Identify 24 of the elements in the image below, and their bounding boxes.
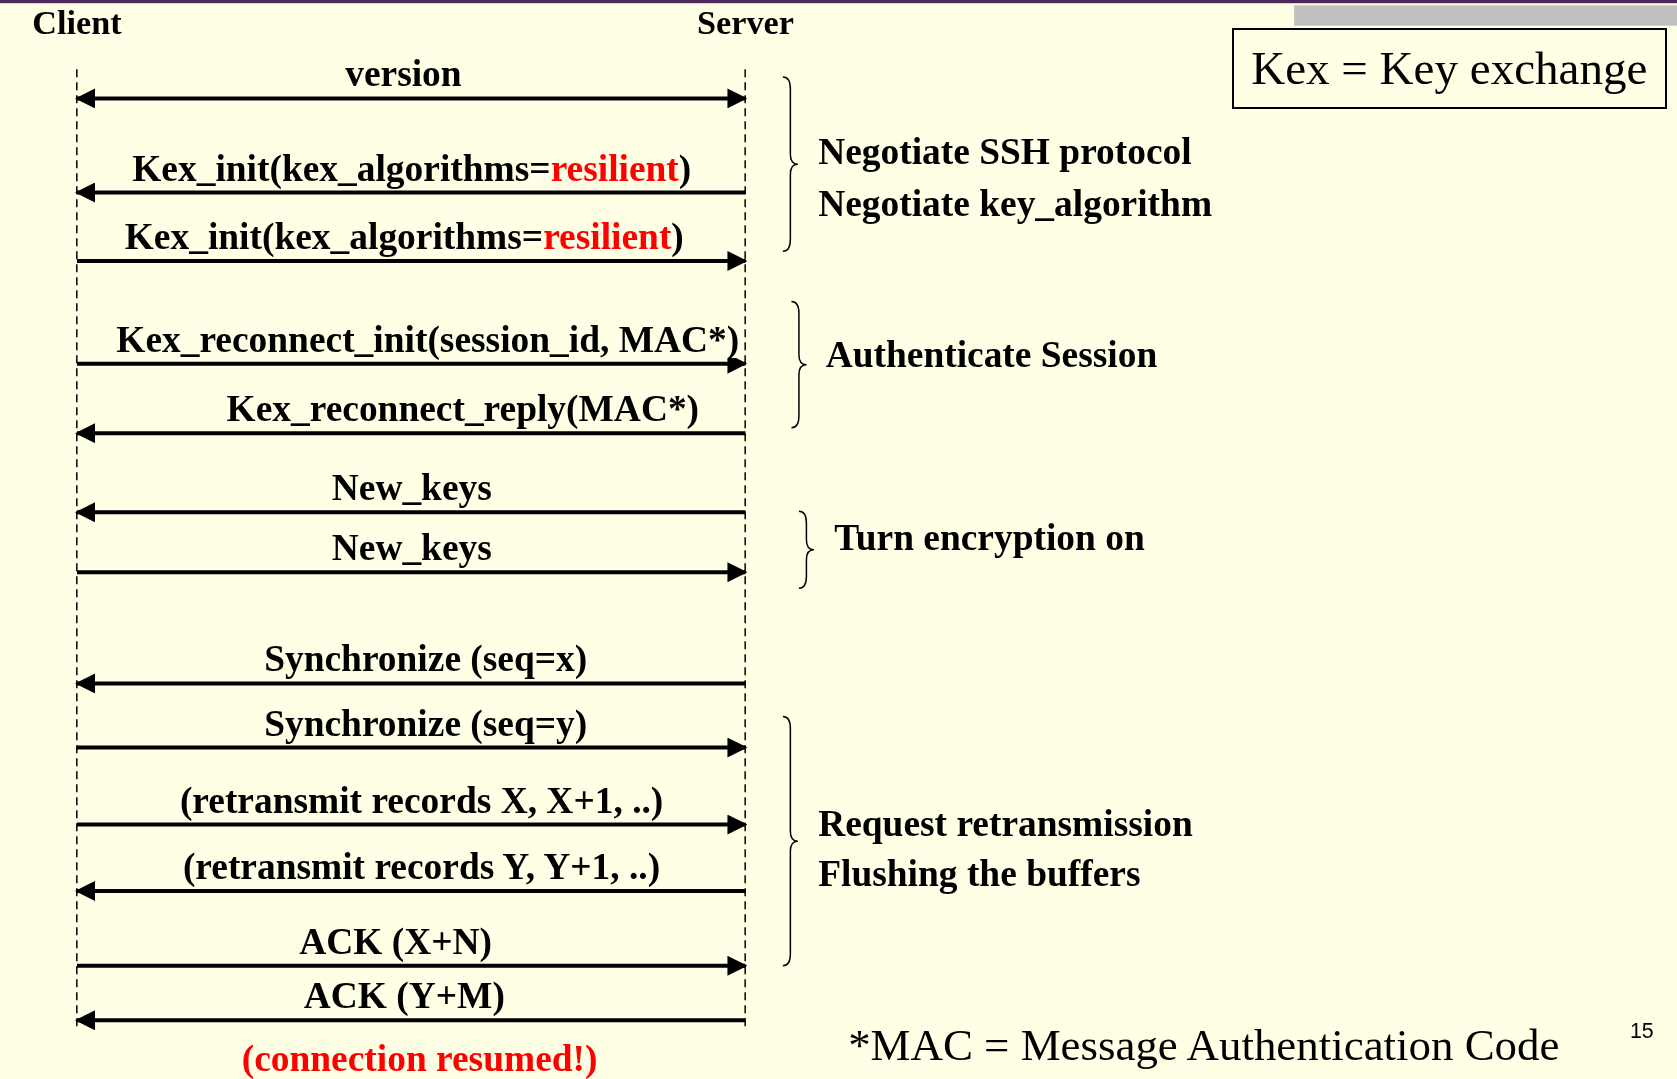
- status-note: (connection resumed!): [241, 1040, 598, 1078]
- key-note: Kex = Key exchange: [1232, 27, 1667, 109]
- annotation-text: Authenticate Session: [825, 335, 1158, 373]
- participant-label: Server: [697, 6, 794, 41]
- footnote: *MAC = Message Authentication Code: [848, 1023, 1560, 1069]
- message-arrow: [75, 673, 746, 694]
- message-arrow: [75, 423, 746, 444]
- annotation-text: Flushing the buffers: [818, 855, 1141, 893]
- message-arrow: [75, 182, 746, 203]
- page-number: 15: [1629, 1020, 1654, 1042]
- annotation-text: Request retransmission: [818, 805, 1193, 843]
- message-arrow: [75, 880, 746, 901]
- annotation-text: Negotiate SSH protocol: [818, 133, 1192, 171]
- participant-label: Client: [32, 6, 122, 41]
- annotation-text: Turn encryption on: [834, 519, 1145, 557]
- annotation-text: Negotiate key_algorithm: [818, 184, 1213, 223]
- message-arrow: [77, 737, 748, 758]
- message-arrow: [77, 562, 748, 583]
- message-arrow: [77, 250, 748, 271]
- message-arrow: [77, 955, 748, 976]
- message-arrow: [75, 502, 746, 523]
- message-arrow: [75, 1010, 746, 1031]
- message-arrow: [77, 814, 748, 835]
- message-arrow: [75, 88, 748, 109]
